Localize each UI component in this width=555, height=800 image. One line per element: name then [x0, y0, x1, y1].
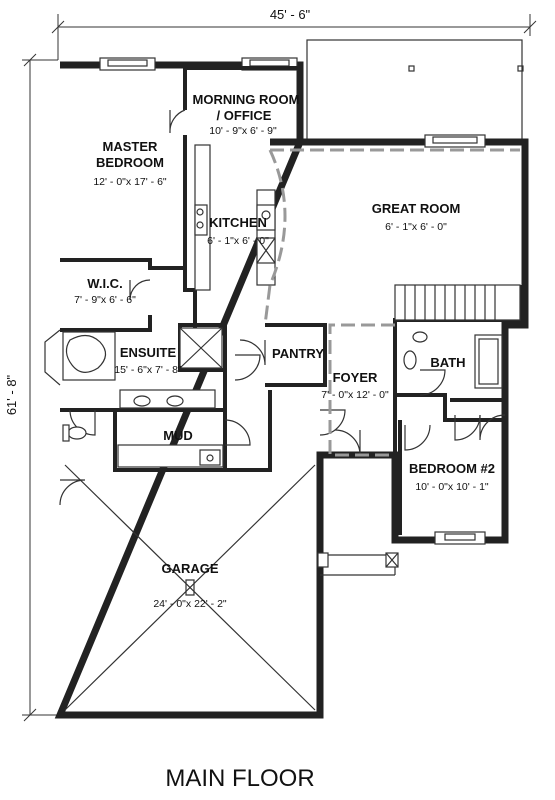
- master-bedroom-name-line1: MASTER: [103, 139, 159, 154]
- stairs: [394, 284, 521, 321]
- bath-name: BATH: [430, 355, 465, 370]
- great-room-opening: [263, 148, 520, 457]
- ensuite-size: 15' - 6"x 7' - 8": [114, 364, 182, 376]
- bedroom-2-name: BEDROOM #2: [409, 461, 495, 476]
- garage-name: GARAGE: [161, 561, 218, 576]
- rear-deck: [306, 39, 524, 143]
- kitchen-name: KITCHEN: [209, 215, 267, 230]
- mud-room-fixtures: [117, 444, 224, 468]
- overall-depth-label: 61' - 8": [4, 374, 19, 415]
- bedroom-2-size: 10' - 0"x 10' - 1": [415, 481, 489, 493]
- wic-name: W.I.C.: [87, 276, 122, 291]
- plan-title: MAIN FLOOR: [165, 765, 314, 792]
- ensuite-name: ENSUITE: [120, 345, 177, 360]
- morning-room-name-line2: / OFFICE: [217, 108, 272, 123]
- depth-dimension-line: [22, 53, 64, 722]
- morning-room-name-line1: MORNING ROOM: [193, 92, 300, 107]
- foyer-name: FOYER: [333, 370, 378, 385]
- front-porch: [317, 552, 399, 576]
- great-room-size: 6' - 1"x 6' - 0": [385, 221, 447, 233]
- wic-size: 7' - 9"x 6' - 6": [74, 294, 136, 306]
- master-bedroom-size: 12' - 0"x 17' - 6": [93, 176, 167, 188]
- overall-width-label: 45' - 6": [270, 7, 311, 22]
- kitchen-size: 6' - 1"x 6' - 0": [207, 235, 269, 247]
- great-room-name: GREAT ROOM: [372, 201, 461, 216]
- bathroom-fixtures: [62, 327, 503, 442]
- mud-name: MUD: [163, 428, 193, 443]
- morning-room-size: 10' - 9"x 6' - 9": [209, 125, 277, 137]
- garage-size: 24' - 0"x 22' - 2": [153, 598, 227, 610]
- ensuite-bay-window: [44, 329, 61, 386]
- garage-slab: [64, 464, 316, 711]
- kitchen-fixtures: [194, 144, 276, 291]
- width-dimension-line: [51, 14, 537, 60]
- pantry-name: PANTRY: [272, 346, 324, 361]
- master-bedroom-name-line2: BEDROOM: [96, 155, 164, 170]
- foyer-size: 7' - 0"x 12' - 0": [321, 389, 389, 401]
